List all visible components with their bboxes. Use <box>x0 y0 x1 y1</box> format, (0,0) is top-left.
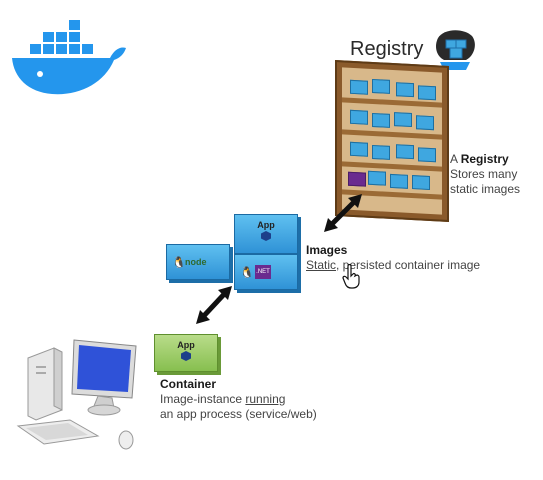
image-cube-net: 🐧 .NET <box>234 254 298 290</box>
registry-caption-line3: static images <box>450 182 521 196</box>
image-cube-node: 🐧 node <box>166 244 230 280</box>
registry-title: Registry <box>350 38 424 60</box>
app-hex-icon <box>181 351 191 361</box>
double-arrow-icon <box>196 286 232 324</box>
images-title: Images <box>306 243 348 257</box>
container-line2: an app process (service/web) <box>160 407 317 421</box>
linux-tux-icon: 🐧 <box>240 267 254 279</box>
container-running: running <box>245 392 286 406</box>
docker-logo-icon <box>12 20 126 95</box>
images-caption: Images Static, persisted container image <box>306 243 480 273</box>
computer-icon <box>16 339 137 450</box>
linux-tux-icon: 🐧 <box>172 257 186 269</box>
registry-caption-prefix: A <box>450 152 461 166</box>
image-cube-app-label: App <box>257 220 275 230</box>
image-cube-app: App <box>234 214 298 254</box>
dotnet-label: .NET <box>255 265 271 279</box>
registry-caption-line2: Stores many <box>450 167 518 181</box>
container-title: Container <box>160 377 217 391</box>
cursor-hand-icon <box>342 264 360 289</box>
container-line1-prefix: Image-instance <box>160 392 246 406</box>
registry-caption-bold: Registry <box>460 152 509 166</box>
container-caption: Container Image-instance running an app … <box>160 377 317 422</box>
images-desc: , persisted container image <box>336 258 481 272</box>
app-hex-icon <box>261 231 271 241</box>
node-label: node <box>185 257 207 267</box>
double-arrow-icon <box>324 194 362 232</box>
container-cube-label: App <box>177 340 195 350</box>
registry-caption: A Registry Stores many static images <box>450 152 540 197</box>
container-cube: App <box>154 334 218 372</box>
images-static: Static <box>306 258 337 272</box>
